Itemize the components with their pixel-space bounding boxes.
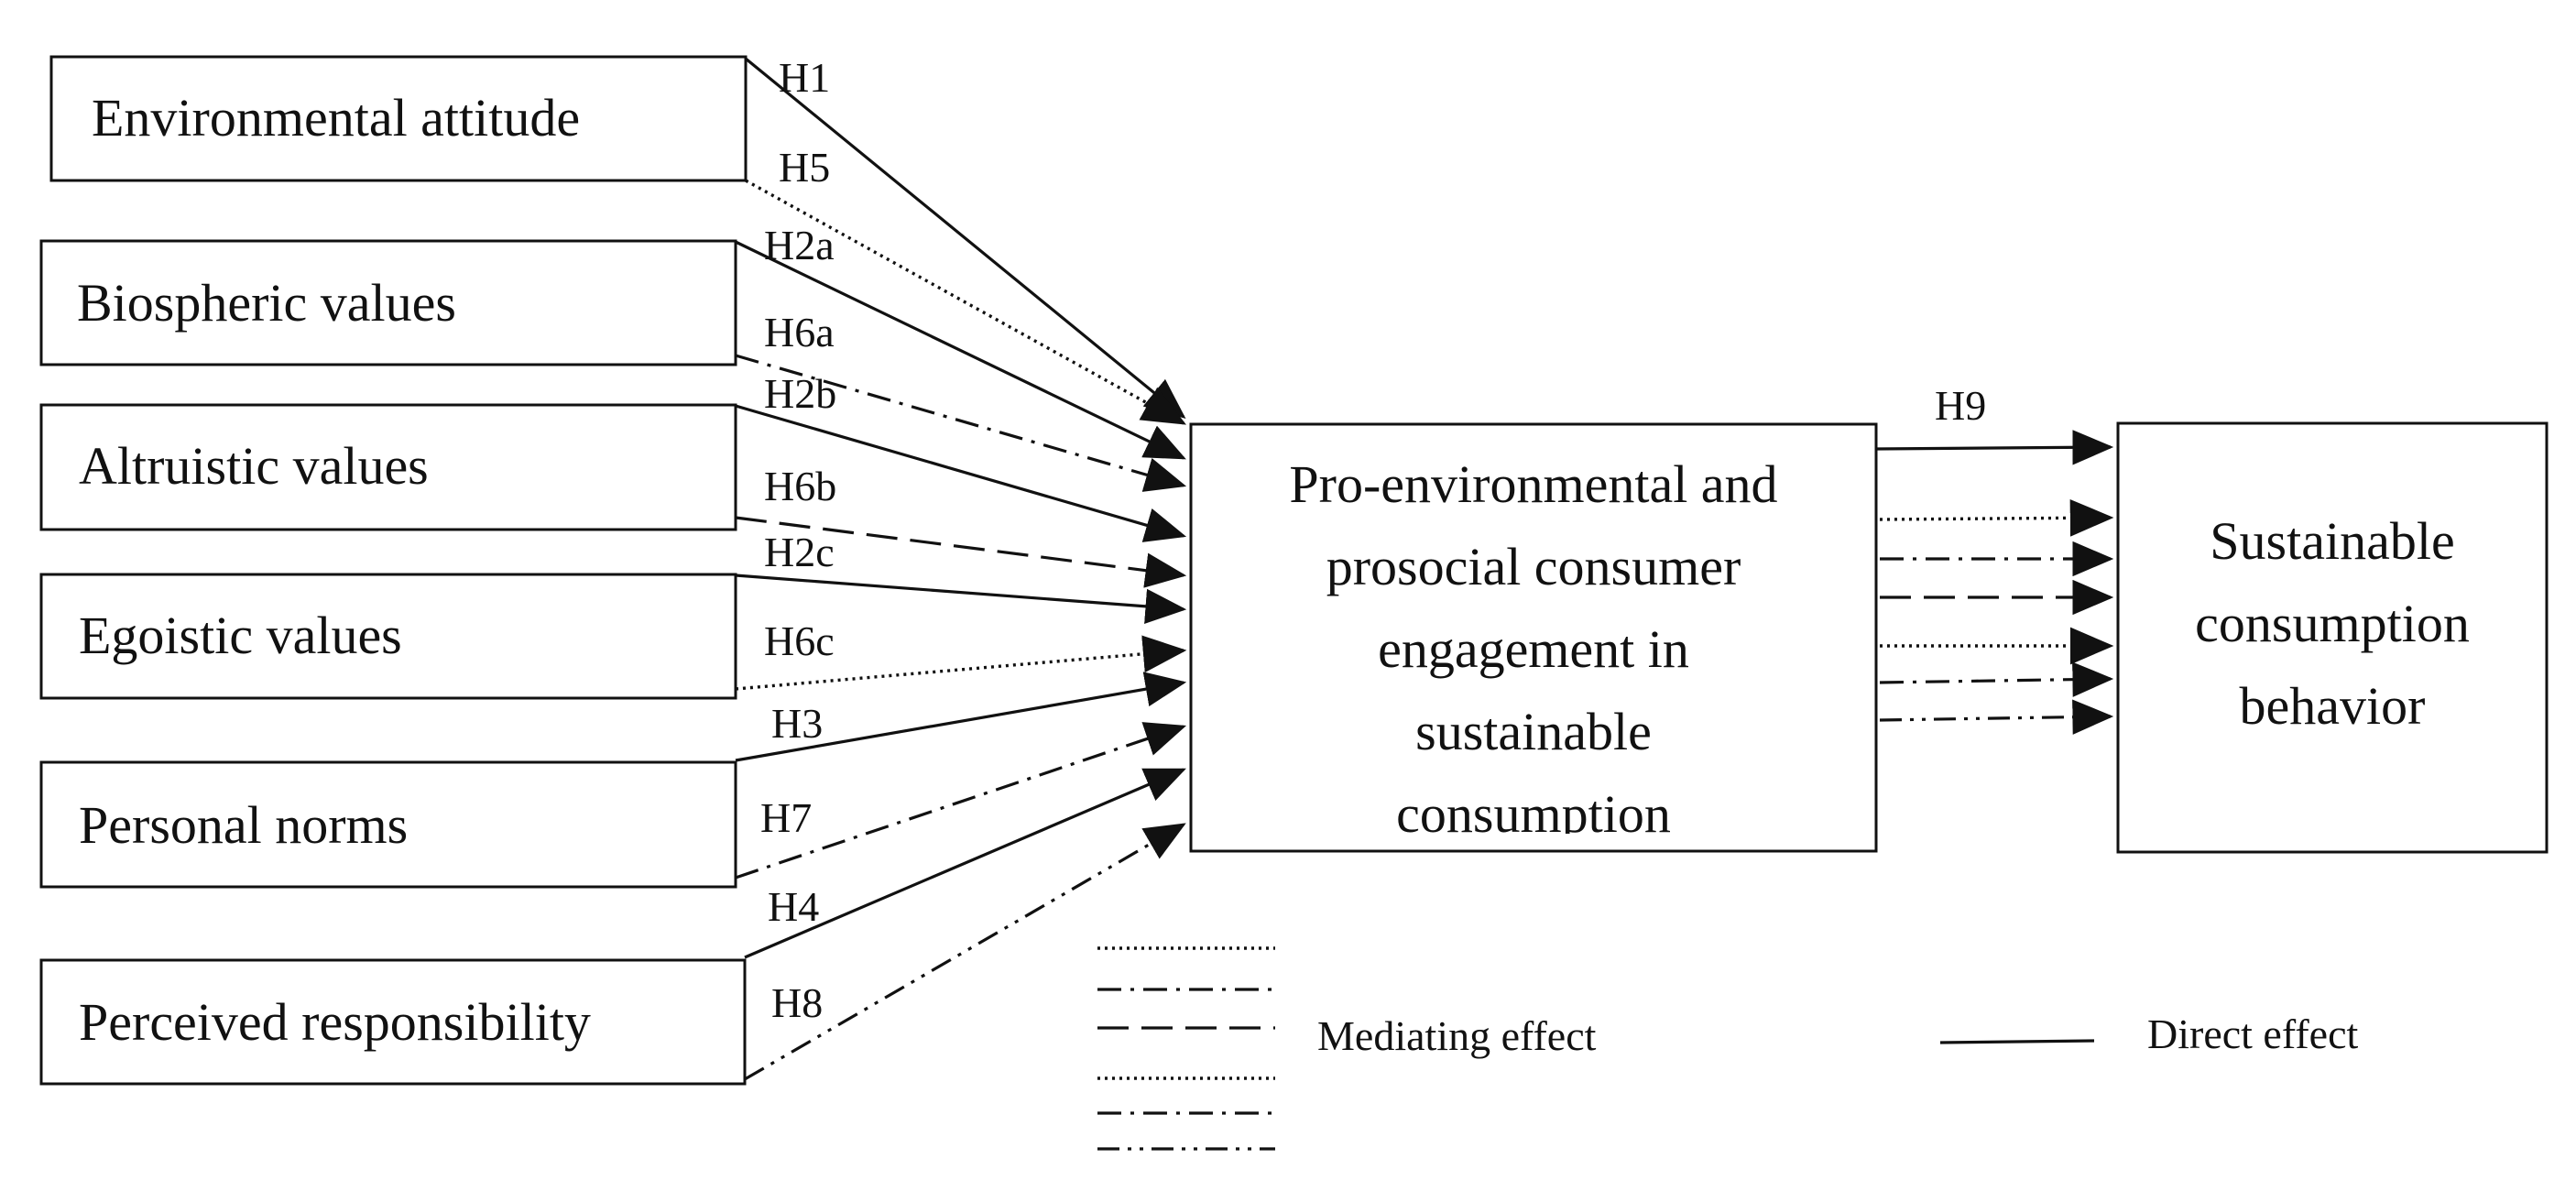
label-perceived-responsibility: Perceived responsibility (79, 992, 591, 1052)
arrow-h7 (735, 722, 1187, 880)
label-biospheric-values: Biospheric values (77, 273, 456, 333)
label-altruistic-values: Altruistic values (79, 436, 429, 496)
arrow-h6c (735, 635, 1187, 691)
label-environmental-attitude: Environmental attitude (92, 88, 580, 148)
hypothesis-label-h5: H5 (779, 144, 830, 191)
legend-label-direct-effect: Direct effect (2147, 1011, 2358, 1057)
hypothesis-label-h7: H7 (760, 794, 812, 841)
arrow-mediating-6 (1879, 699, 2114, 735)
hypothesis-label-h9: H9 (1935, 382, 1986, 429)
box-perceived-responsibility: Perceived responsibility (39, 958, 747, 1086)
hypothesis-label-h6c: H6c (764, 617, 835, 664)
label-mediator-line-5: consumption (1396, 784, 1671, 844)
arrow-h6b (735, 516, 1187, 588)
box-mediator: Pro-environmental and prosocial consumer… (1189, 422, 1878, 853)
label-personal-norms: Personal norms (79, 795, 408, 855)
label-outcome-line-2: consumption (2195, 594, 2470, 653)
hypothesis-label-h2a: H2a (764, 222, 835, 268)
box-environmental-attitude: Environmental attitude (49, 55, 748, 182)
hypothesis-label-h6a: H6a (764, 309, 835, 355)
arrow-h8 (744, 823, 1186, 1081)
box-egoistic-values: Egoistic values (39, 573, 737, 700)
hypothesis-label-h3: H3 (771, 700, 823, 747)
legend: Mediating effect Direct effect (1097, 946, 2358, 1151)
box-biospheric-values: Biospheric values (39, 239, 737, 366)
hypothesis-label-h1: H1 (779, 54, 830, 101)
label-outcome-line-1: Sustainable (2210, 511, 2454, 571)
hypothesis-label-h8: H8 (771, 979, 823, 1026)
arrow-h5 (745, 179, 1186, 425)
arrow-mediating-5 (1879, 661, 2114, 697)
arrow-h4 (744, 768, 1186, 959)
arrow-h9 (1875, 430, 2114, 465)
label-mediator-line-3: engagement in (1378, 619, 1689, 679)
arrow-h3 (735, 672, 1187, 762)
label-mediator-line-2: prosocial consumer (1326, 537, 1741, 596)
box-personal-norms: Personal norms (39, 760, 737, 889)
label-mediator-line-1: Pro-environmental and (1289, 454, 1777, 514)
legend-line-solid (1939, 1039, 2095, 1044)
arrow-h6a (735, 354, 1187, 492)
hypothesis-label-h2b: H2b (764, 370, 836, 417)
arrow-h1 (744, 57, 1186, 420)
label-mediator-line-4: sustainable (1415, 702, 1652, 761)
label-egoistic-values: Egoistic values (79, 606, 402, 665)
arrow-h2c (735, 574, 1187, 625)
box-altruistic-values: Altruistic values (39, 403, 737, 531)
hypothesis-label-h6b: H6b (764, 463, 836, 509)
hypothesis-label-h2c: H2c (764, 529, 835, 575)
box-outcome: Sustainable consumption behavior (2116, 421, 2549, 854)
arrow-h2b (735, 404, 1187, 542)
arrow-mediating-1 (1879, 498, 2114, 537)
hypothesis-label-h4: H4 (768, 883, 819, 930)
label-outcome-line-3: behavior (2240, 676, 2426, 736)
arrow-h2a (735, 240, 1186, 460)
legend-label-mediating-effect: Mediating effect (1317, 1012, 1597, 1059)
